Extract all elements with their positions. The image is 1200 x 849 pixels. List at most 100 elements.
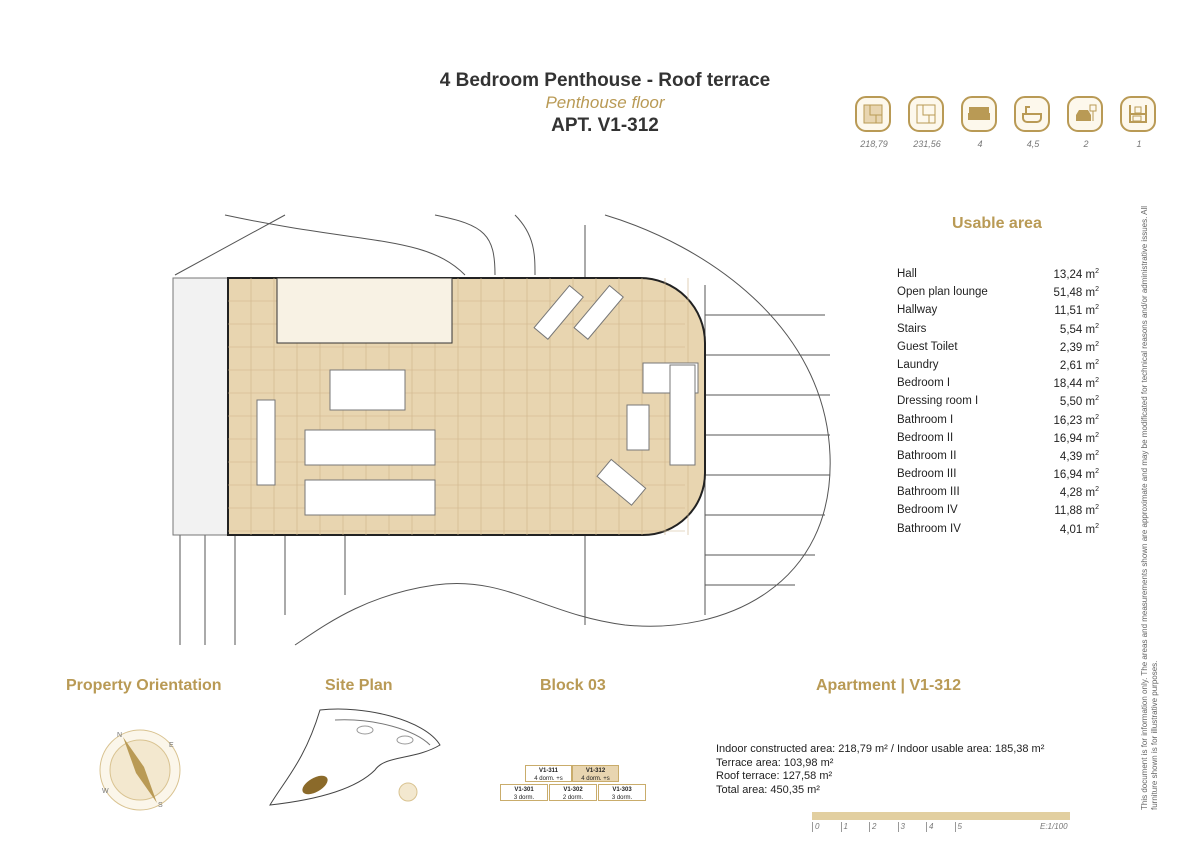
room-area-value: 2,61 bbox=[1059, 359, 1083, 372]
room-name: Bedroom II bbox=[897, 431, 954, 444]
storage-icon bbox=[1120, 96, 1156, 132]
unit-desc: 3 dorm. bbox=[513, 795, 535, 801]
unit-v1-301[interactable]: V1-301 3 dorm. bbox=[500, 784, 548, 801]
site-highlight bbox=[302, 775, 328, 795]
room-name: Bathroom II bbox=[897, 449, 957, 462]
room-area-value: 16,94 bbox=[1053, 432, 1083, 445]
compass-w: W bbox=[102, 788, 109, 795]
page-title: 4 Bedroom Penthouse - Roof terrace bbox=[439, 70, 771, 91]
sofa bbox=[304, 429, 436, 466]
block-title: Block 03 bbox=[540, 677, 606, 694]
page-subtitle: Penthouse floor bbox=[545, 93, 665, 112]
feature-value: 231,56 bbox=[913, 139, 941, 149]
room-name: Bedroom IV bbox=[897, 504, 958, 517]
feature-value: 218,79 bbox=[860, 139, 888, 149]
area-row: Hallway 11,51 m2 bbox=[897, 304, 1099, 322]
usable-area-title: Usable area bbox=[952, 215, 1042, 232]
feature-value: 2 bbox=[1083, 139, 1089, 149]
room-area: 16,23 m2 bbox=[1053, 413, 1099, 427]
area-row: Bathroom III 4,28 m2 bbox=[897, 486, 1099, 504]
room-area: 4,01 m2 bbox=[1059, 522, 1099, 536]
room-name: Guest Toilet bbox=[897, 340, 958, 353]
unit-desc: 2 dorm. bbox=[562, 795, 584, 801]
room-area: 18,44 m2 bbox=[1053, 377, 1099, 390]
site-plan-title: Site Plan bbox=[325, 677, 393, 694]
unit-id: V1-301 bbox=[514, 787, 534, 793]
compass-s: S bbox=[158, 802, 163, 809]
room-area-value: 11,88 bbox=[1054, 505, 1083, 518]
room-area: 2,39 m2 bbox=[1059, 340, 1099, 354]
scale-tick: 4 bbox=[926, 822, 933, 832]
room-name: Hallway bbox=[897, 304, 938, 317]
room-area: 51,48 m2 bbox=[1053, 286, 1099, 300]
room-area: 5,50 m2 bbox=[1059, 395, 1099, 409]
feature-value: 4 bbox=[977, 139, 983, 149]
room-name: Stairs bbox=[897, 322, 927, 335]
planter bbox=[172, 277, 229, 536]
scale-tick: 2 bbox=[869, 822, 876, 832]
feature-value: 4,5 bbox=[1026, 139, 1040, 149]
unit-id: V1-312 bbox=[585, 768, 606, 774]
bench bbox=[256, 399, 276, 486]
bathrooms-feature: 4,5 bbox=[1014, 96, 1052, 149]
apartment-id: APT. V1-312 bbox=[551, 115, 659, 136]
feature-icons: 218,79 231,56 4 4,5 2 1 bbox=[855, 96, 1158, 149]
scale-label: E:1/100 bbox=[1040, 822, 1068, 831]
area-row: Bedroom I 18,44 m2 bbox=[897, 377, 1099, 395]
room-area-value: 4,01 bbox=[1059, 523, 1083, 536]
room-area: 11,88 m2 bbox=[1054, 504, 1099, 518]
compass-icon: N E S W bbox=[99, 729, 181, 811]
scale-bar bbox=[812, 812, 1070, 820]
room-name: Bathroom IV bbox=[897, 522, 961, 535]
room-name: Open plan lounge bbox=[897, 286, 988, 299]
room-area-value: 11,51 bbox=[1054, 305, 1083, 318]
parking-feature: 2 bbox=[1067, 96, 1105, 149]
room-name: Bedroom I bbox=[897, 377, 951, 390]
dining-table bbox=[329, 369, 406, 411]
area-row: Bathroom II 4,39 m2 bbox=[897, 450, 1099, 468]
area-row: Bathroom IV 4,01 m2 bbox=[897, 523, 1099, 541]
floorplan-constructed-icon bbox=[855, 96, 891, 132]
scale-tick: 1 bbox=[840, 822, 848, 832]
room-area-value: 51,48 bbox=[1053, 287, 1083, 300]
side-table bbox=[626, 404, 650, 451]
room-area-value: 4,28 bbox=[1059, 487, 1083, 500]
bedrooms-feature: 4 bbox=[961, 96, 999, 149]
floorplan-total-icon bbox=[908, 96, 944, 132]
indoor-area: Indoor constructed area: 218,79 m² / Ind… bbox=[716, 743, 1045, 755]
roof-terrace-area: Roof terrace: 127,58 m² bbox=[716, 770, 833, 782]
room-name: Bathroom III bbox=[897, 486, 960, 499]
constructed-area-feature: 218,79 bbox=[855, 96, 893, 149]
compass-n: N bbox=[117, 732, 122, 739]
unit-v1-302[interactable]: V1-302 2 dorm. bbox=[549, 784, 597, 801]
room-name: Dressing room I bbox=[897, 395, 979, 408]
unit-desc: 3 dorm. bbox=[611, 795, 633, 801]
room-area: 11,51 m2 bbox=[1054, 304, 1099, 318]
parking-icon bbox=[1067, 96, 1103, 132]
orientation-title: Property Orientation bbox=[66, 677, 222, 694]
scale-tick: 0 bbox=[812, 822, 819, 832]
room-area: 4,28 m2 bbox=[1059, 486, 1099, 500]
unit-v1-312[interactable]: V1-312 4 dorm. +s bbox=[572, 765, 619, 782]
floor-plan bbox=[172, 214, 831, 646]
storage-feature: 1 bbox=[1120, 96, 1158, 149]
room-area: 4,39 m2 bbox=[1059, 449, 1099, 463]
room-area: 13,24 m2 bbox=[1053, 268, 1099, 281]
sun-loungers bbox=[533, 284, 647, 506]
unit-id: V1-302 bbox=[563, 787, 583, 793]
area-summary: Indoor constructed area: 218,79 m² / Ind… bbox=[716, 743, 1044, 797]
lounge-sofa bbox=[304, 479, 436, 516]
room-area-value: 5,50 bbox=[1059, 396, 1083, 409]
room-area-value: 18,44 bbox=[1053, 377, 1083, 390]
room-name: Bathroom I bbox=[897, 413, 954, 426]
scale-tick: 3 bbox=[897, 822, 905, 832]
disclaimer: This document is for information only. T… bbox=[1140, 205, 1159, 810]
unit-desc: 4 dorm. +s bbox=[581, 776, 610, 782]
room-area: 16,94 m2 bbox=[1053, 468, 1099, 481]
unit-id: V1-311 bbox=[538, 768, 559, 774]
